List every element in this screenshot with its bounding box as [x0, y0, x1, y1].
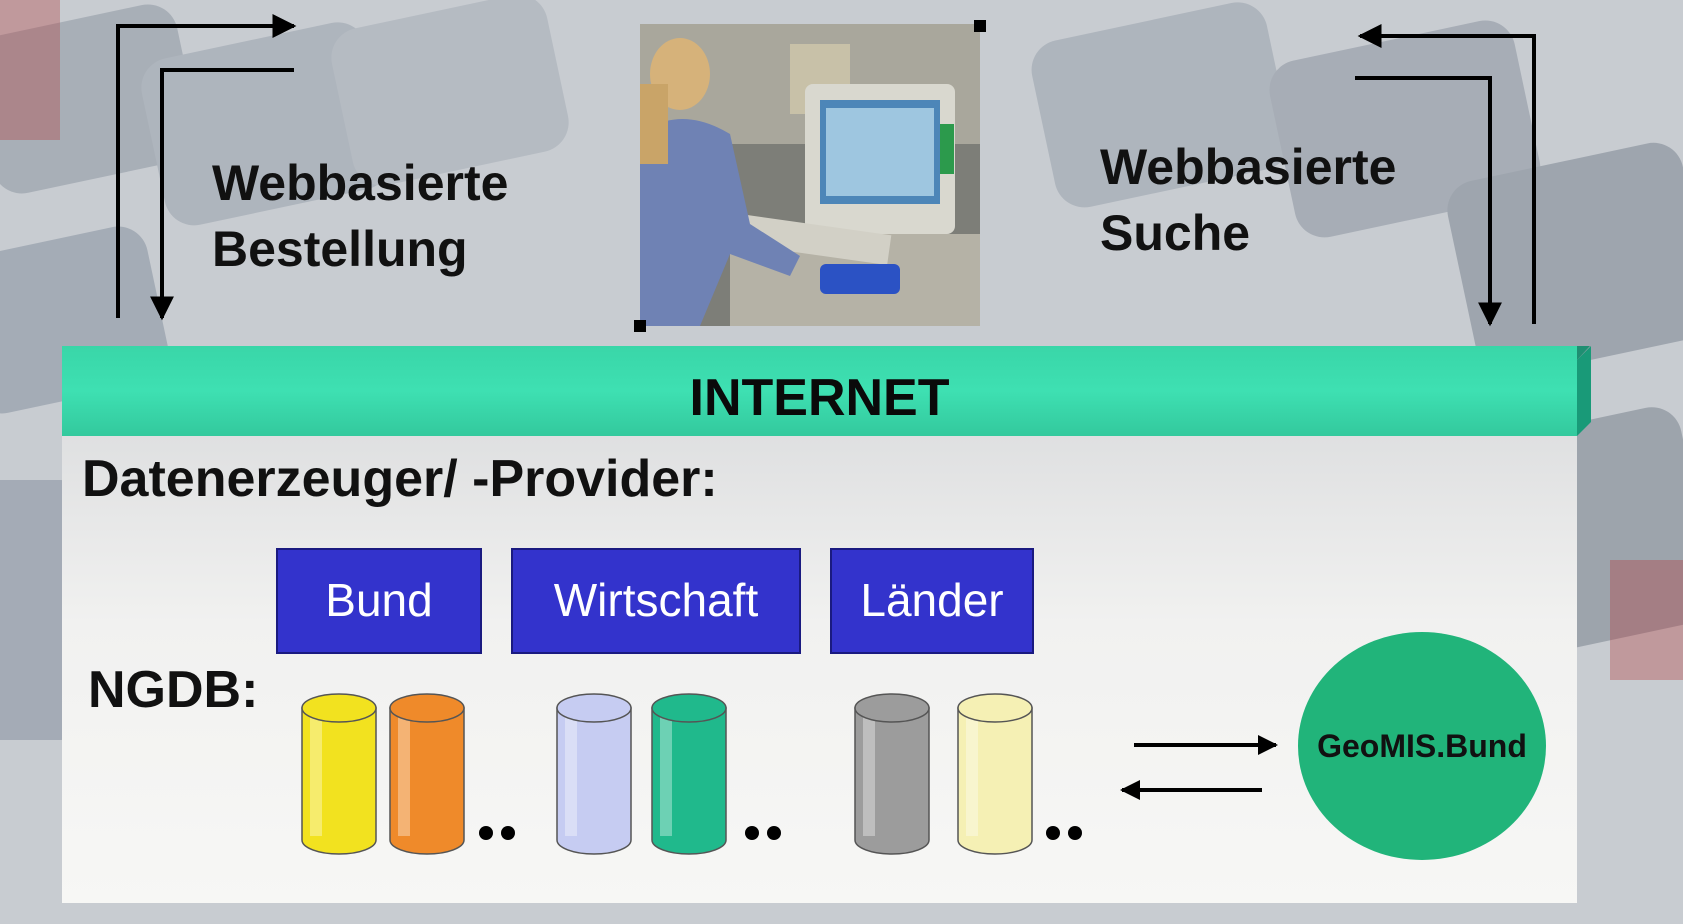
provider-box-wirtschaft: Wirtschaft — [511, 548, 801, 654]
database-icon — [389, 693, 465, 855]
photo-corner-top-right — [974, 20, 986, 32]
internet-bar — [62, 346, 1577, 436]
provider-heading: Datenerzeuger/ -Provider: — [82, 450, 718, 508]
ngdb-label: NGDB: — [88, 661, 259, 719]
search-label-line1: Webbasierte — [1100, 139, 1397, 195]
internet-label: INTERNET — [689, 369, 950, 427]
search-outgoing-arrow-icon — [1357, 24, 1536, 324]
order-label-line2: Bestellung — [212, 221, 468, 277]
ellipsis-dots-icon — [1046, 826, 1082, 840]
database-icon — [651, 693, 727, 855]
database-icon — [556, 693, 632, 855]
photo-user-at-computer — [634, 20, 986, 332]
photo-corner-bottom-left — [634, 320, 646, 332]
internet-bar-side — [1577, 346, 1591, 436]
search-label-line2: Suche — [1100, 205, 1251, 261]
database-icon — [301, 693, 377, 855]
order-incoming-arrow-icon — [150, 68, 294, 321]
geomis-bund-node: GeoMIS.Bund — [1298, 632, 1546, 860]
search-incoming-arrow-icon — [1355, 76, 1502, 327]
database-icon — [957, 693, 1033, 855]
provider-box-laender: Länder — [830, 548, 1034, 654]
order-label-line1: Webbasierte — [212, 155, 509, 211]
order-label: Webbasierte Bestellung — [212, 150, 508, 282]
database-icon — [854, 693, 930, 855]
search-label: Webbasierte Suche — [1100, 134, 1396, 266]
ellipsis-dots-icon — [745, 826, 781, 840]
order-outgoing-arrow-icon — [116, 14, 297, 318]
ellipsis-dots-icon — [479, 826, 515, 840]
provider-box-bund: Bund — [276, 548, 482, 654]
